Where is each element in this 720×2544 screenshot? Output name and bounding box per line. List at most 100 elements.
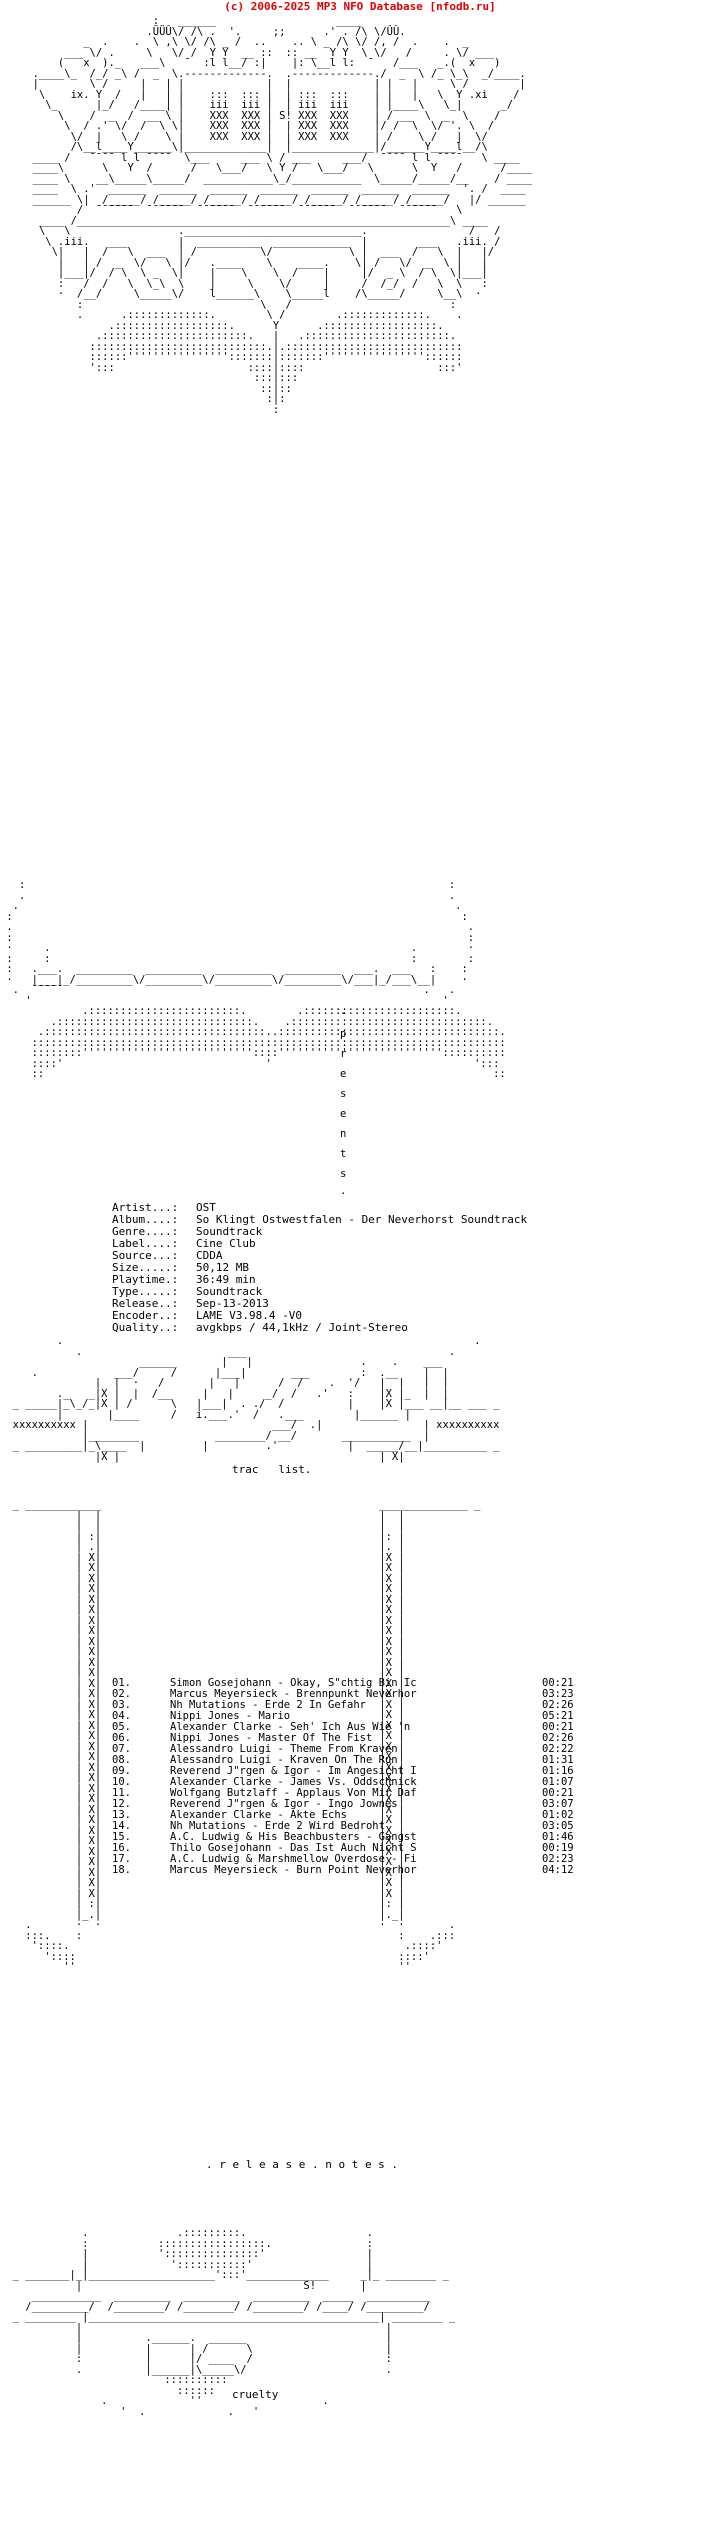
info-key: Playtime.:: [112, 1273, 179, 1286]
info-value: 50,12 MB: [196, 1261, 249, 1274]
track-duration: 00:21: [542, 1677, 574, 1689]
info-key: Size.....:: [112, 1261, 179, 1274]
track-row: 15. A.C. Ludwig & His Beachbusters - Gang…: [112, 1832, 582, 1843]
nfodb-banner: (c) 2006-2025 MP3 NFO Database [nfodb.ru…: [224, 0, 496, 13]
track-number: 13.: [112, 1809, 131, 1821]
info-value: Sep-13-2013: [196, 1297, 269, 1310]
track-number: 11.: [112, 1787, 131, 1799]
info-row-size: Size.....: 50,12 MB: [112, 1262, 527, 1274]
track-row: 10.Alexander Clarke - James Vs. Oddschni…: [112, 1777, 582, 1788]
track-duration: 01:02: [542, 1809, 574, 1821]
info-value: Soundtrack: [196, 1225, 263, 1238]
track-row: 17. A.C. Ludwig & Marshmellow Overdose - …: [112, 1854, 582, 1865]
track-number: 05.: [112, 1721, 131, 1733]
track-title: Nippi Jones - Master Of The Fist: [170, 1733, 373, 1744]
track-title: Reverend J"rgen & Igor - Ingo Jownes: [170, 1799, 398, 1810]
cloud-ascii-art: : : . . .: [6, 879, 506, 1080]
track-row: 14. Nh Mutations - Erde 2 Wird Bedroht 03:…: [112, 1821, 582, 1832]
track-title: Nh Mutations - Erde 2 Wird Bedroht: [170, 1821, 385, 1832]
track-row: 05. Alexander Clarke - Seh' Ich Aus Wie '…: [112, 1722, 582, 1733]
info-key: Source...:: [112, 1249, 179, 1262]
info-value: avgkbps / 44,1kHz / Joint-Stereo: [196, 1321, 408, 1334]
track-number: 07.: [112, 1743, 131, 1755]
track-duration: 01:46: [542, 1831, 574, 1843]
track-title: Marcus Meyersieck - Burn Point Neverhor: [170, 1865, 417, 1876]
track-number: 09.: [112, 1765, 131, 1777]
info-key: Genre....:: [112, 1225, 179, 1238]
info-key: Label....:: [112, 1237, 179, 1250]
track-title: Alexander Clarke - Seh' Ich Aus Wie 'n: [170, 1722, 411, 1733]
footer-ascii-art: . .:::::::::. . : :::::::::::::::::. : |…: [12, 2227, 456, 2418]
info-value: LAME V3.98.4 -V0: [196, 1309, 302, 1322]
track-row: 11. Wolfgang Butzlaff - Applaus Von Mir D…: [112, 1788, 582, 1799]
info-key: Release..:: [112, 1297, 179, 1310]
track-row: 08. Alessandro Luigi - Kraven On The Run 0…: [112, 1755, 582, 1766]
info-row-album: Album....:So Klingt Ostwestfalen - Der N…: [112, 1214, 527, 1226]
track-duration: 01:07: [542, 1776, 574, 1788]
track-number: 15.: [112, 1831, 131, 1843]
track-title: Simon Gosejohann - Okay, S"chtig Bin Ic: [170, 1678, 417, 1689]
track-title: A.C. Ludwig & His Beachbusters - Gangst: [170, 1832, 417, 1843]
info-key: Quality..:: [112, 1321, 179, 1334]
presents-vertical: · p r e s e n t s ·: [340, 1008, 347, 1200]
track-number: 08.: [112, 1754, 131, 1766]
track-number: 16.: [112, 1842, 131, 1854]
track-title: Wolfgang Butzlaff - Applaus Von Mir Daf: [170, 1788, 417, 1799]
info-row-encoder: Encoder..: LAME V3.98.4 -V0: [112, 1310, 527, 1322]
info-row-quality: Quality..: avgkbps / 44,1kHz / Joint-Ster…: [112, 1322, 527, 1334]
track-row: 02. Marcus Meyersieck - Brennpunkt Neverh…: [112, 1689, 582, 1700]
info-key: Artist...:: [112, 1201, 179, 1214]
track-duration: 02:22: [542, 1743, 574, 1755]
track-duration: 01:31: [542, 1754, 574, 1766]
track-duration: 02:26: [542, 1699, 574, 1711]
info-value: So Klingt Ostwestfalen - Der Neverhorst …: [196, 1213, 528, 1226]
track-title: Nh Mutations - Erde 2 In Gefahr: [170, 1700, 366, 1711]
track-row: 16. Thilo Gosejohann - Das Ist Auch Nicht…: [112, 1843, 582, 1854]
track-row: 13. Alexander Clarke - Akte Echs 01:02: [112, 1810, 582, 1821]
info-row-artist: Artist...:OST: [112, 1202, 527, 1214]
info-row-type: Type.....:Soundtrack: [112, 1286, 527, 1298]
info-row-source: Source...: CDDA: [112, 1250, 527, 1262]
track-duration: 03:05: [542, 1820, 574, 1832]
track-row: 06. Nippi Jones - Master Of The Fist 02:26: [112, 1733, 582, 1744]
tracklist-label: trac list.: [232, 1463, 312, 1476]
track-number: 06.: [112, 1732, 131, 1744]
info-row-genre: Genre....: Soundtrack: [112, 1226, 527, 1238]
info-row-release: Release..: Sep-13-2013: [112, 1298, 527, 1310]
track-title: Nippi Jones - Mario: [170, 1711, 291, 1722]
track-number: 12.: [112, 1798, 131, 1810]
header-ascii-art: : ______ ____ .ÜÜÛ\/ /\ . '. ;; .' . /\ …: [32, 15, 533, 416]
track-title: Reverend J"rgen & Igor - Im Angesicht I: [170, 1766, 417, 1777]
track-duration: 01:16: [542, 1765, 574, 1777]
track-title: A.C. Ludwig & Marshmellow Overdose - Fi: [170, 1854, 417, 1865]
track-duration: 02:26: [542, 1732, 574, 1744]
track-row: 01. Simon Gosejohann - Okay, S"chtig Bin …: [112, 1678, 582, 1689]
track-duration: 05:21: [542, 1710, 574, 1722]
info-row-label: Label....: Cine Club: [112, 1238, 527, 1250]
track-title: Alessandro Luigi - Kraven On The Run: [170, 1755, 398, 1766]
track-row: 09. Reverend J"rgen & Igor - Im Angesicht…: [112, 1766, 582, 1777]
track-title: Alexander Clarke - Akte Echs: [170, 1810, 348, 1821]
tracklist: 01. Simon Gosejohann - Okay, S"chtig Bin …: [112, 1678, 582, 1876]
track-row: 18.Marcus Meyersieck - Burn Point Neverh…: [112, 1865, 582, 1876]
track-number: 01.: [112, 1677, 131, 1689]
track-duration: 02:23: [542, 1853, 574, 1865]
track-number: 17.: [112, 1853, 131, 1865]
track-title: Alexander Clarke - James Vs. Oddschnick: [170, 1777, 417, 1788]
track-number: 14.: [112, 1820, 131, 1832]
track-title: Thilo Gosejohann - Das Ist Auch Nicht S: [170, 1843, 417, 1854]
track-number: 02.: [112, 1688, 131, 1700]
track-duration: 03:23: [542, 1688, 574, 1700]
info-value: CDDA: [196, 1249, 223, 1262]
footer-label: cruelty: [232, 2388, 279, 2401]
track-duration: 00:21: [542, 1787, 574, 1799]
track-title: Marcus Meyersieck - Brennpunkt Neverhor: [170, 1689, 417, 1700]
tracklist-frame-art: _ ____________ ______________ _ | | | | …: [12, 1499, 481, 1973]
info-value: Cine Club: [196, 1237, 256, 1250]
info-value: Soundtrack: [196, 1285, 263, 1298]
info-key: Encoder..:: [112, 1309, 179, 1322]
